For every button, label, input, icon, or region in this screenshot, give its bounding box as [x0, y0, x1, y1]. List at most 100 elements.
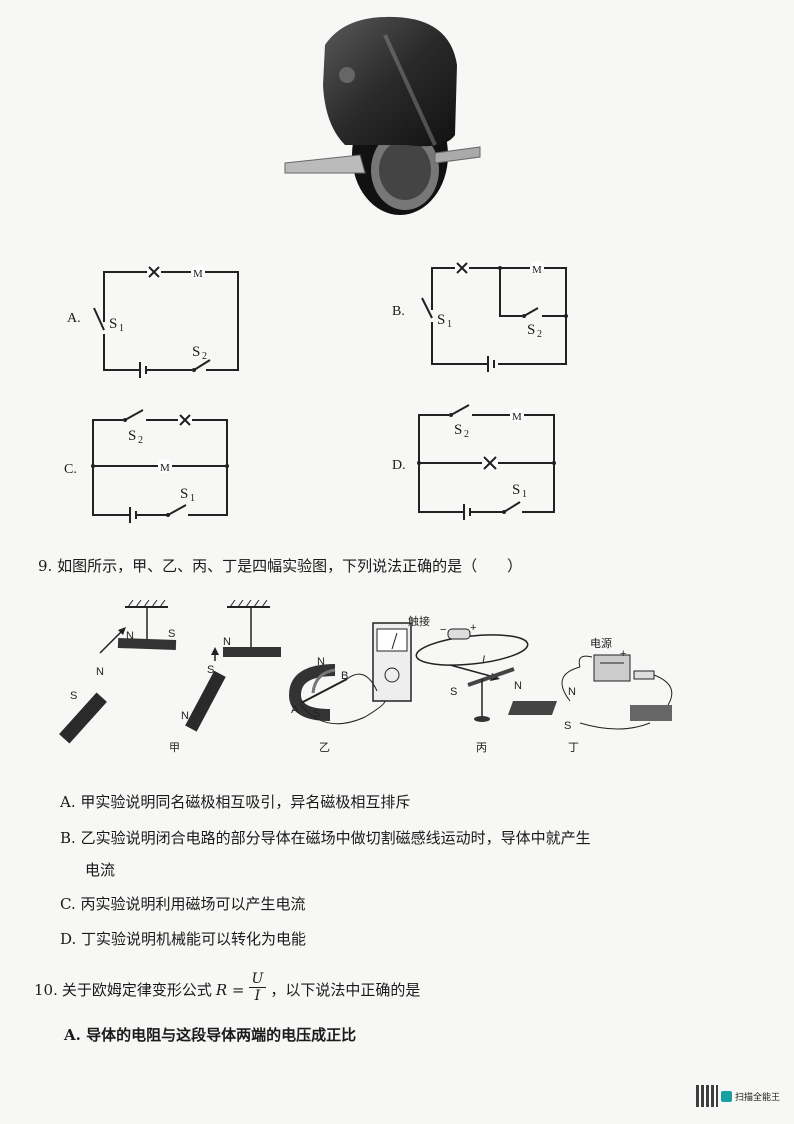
formula-fraction: U I [248, 971, 267, 1004]
electric-unicycle-image [284, 16, 481, 215]
formula-numerator: U [248, 971, 267, 988]
option-letter: A. [64, 1026, 81, 1044]
svg-text:M: M [532, 264, 542, 276]
option-letter: C. [64, 462, 77, 477]
svg-text:N: N [223, 636, 231, 648]
switch-s2 [450, 404, 470, 416]
power-supply [593, 654, 631, 682]
motor-icon [191, 265, 205, 279]
scanner-watermark: 扫描全能王 [696, 1083, 786, 1109]
q9-option-b: B. 乙实验说明闭合电路的部分导体在磁场中做切割磁感线运动时，导体中就产生 [60, 827, 591, 848]
svg-text:B: B [341, 670, 348, 682]
switch-s2 [124, 409, 144, 421]
svg-text:N: N [514, 680, 522, 692]
qr-code-icon [696, 1085, 718, 1107]
question-number: 9. [38, 557, 53, 575]
svg-text:−: − [440, 624, 446, 636]
svg-text:S: S [207, 664, 214, 676]
svg-text:2: 2 [537, 329, 542, 340]
q9-option-a: A. 甲实验说明同名磁极相互吸引，异名磁极相互排斥 [60, 791, 410, 812]
svg-text:S: S [437, 312, 445, 328]
hand-magnet [59, 692, 107, 744]
svg-text:S: S [192, 344, 200, 360]
switch-s1 [421, 297, 433, 319]
svg-text:S: S [168, 628, 175, 640]
svg-text:S: S [564, 720, 571, 732]
svg-text:S: S [512, 482, 520, 498]
svg-text:N: N [317, 656, 325, 668]
option-letter: B. [392, 304, 405, 319]
suspended-magnet [117, 637, 177, 651]
figure-caption: 丙 [476, 741, 487, 754]
option-letter: C. [60, 895, 76, 913]
question-stem-tail: ，以下说法中正确的是 [270, 980, 421, 999]
svg-text:+: + [470, 622, 476, 634]
option-text: 丁实验说明机械能可以转化为电能 [81, 930, 307, 948]
svg-text:A: A [291, 704, 299, 716]
option-letter: D. [392, 458, 406, 473]
magnet [507, 701, 558, 715]
question-stem: 如图所示，甲、乙、丙、丁是四幅实验图，下列说法正确的是（ ） [57, 557, 523, 575]
q9-option-c: C. 丙实验说明利用磁场可以产生电流 [60, 893, 306, 914]
option-letter: D. [60, 930, 77, 948]
figure-ding: 电源 + N S 丁 [507, 636, 673, 754]
motor-icon [158, 459, 172, 473]
figure-caption: 丁 [568, 741, 579, 754]
svg-text:N: N [96, 666, 104, 678]
svg-text:M: M [160, 462, 170, 474]
svg-text:触接: 触接 [408, 614, 430, 628]
switch-s2 [523, 307, 539, 317]
formula-denominator: I [254, 988, 261, 1004]
svg-text:S: S [128, 428, 136, 444]
option-letter: B. [60, 829, 76, 847]
switch-s1 [503, 501, 521, 513]
svg-text:1: 1 [119, 323, 124, 334]
switch-s1 [93, 307, 105, 331]
svg-text:S: S [109, 316, 117, 332]
q9-option-b-cont: 电流 [85, 861, 116, 879]
q10-option-a: A. 导体的电阻与这段导体两端的电压成正比 [64, 1024, 356, 1045]
formula-lhs: R = [215, 980, 245, 999]
svg-text:I: I [482, 654, 485, 666]
question-stem: 关于欧姆定律变形公式 [61, 980, 212, 999]
svg-text:+: + [620, 648, 626, 660]
svg-text:S: S [180, 486, 188, 502]
figure-jia: N S N S [59, 599, 177, 744]
svg-text:S: S [450, 686, 457, 698]
option-letter: A. [67, 311, 81, 326]
svg-text:1: 1 [522, 489, 527, 500]
svg-text:2: 2 [464, 429, 469, 440]
motor-icon [530, 261, 544, 275]
question-9: 9. 如图所示，甲、乙、丙、丁是四幅实验图，下列说法正确的是（ ） [38, 556, 522, 576]
svg-text:2: 2 [138, 435, 143, 446]
compass-needle [467, 667, 515, 687]
hand-magnet [185, 670, 226, 732]
figure-caption: 甲 [169, 741, 180, 754]
scanner-brand: 扫描全能王 [735, 1092, 781, 1103]
figure-caption: 乙 [319, 741, 330, 754]
option-text: 乙实验说明闭合电路的部分导体在磁场中做切割磁感线运动时，导体中就产生 [80, 829, 591, 847]
svg-text:S: S [454, 422, 462, 438]
svg-text:M: M [193, 268, 203, 280]
suspended-magnet [223, 647, 281, 657]
option-text: 甲实验说明同名磁极相互吸引，异名磁极相互排斥 [80, 793, 411, 811]
svg-text:1: 1 [190, 493, 195, 504]
svg-text:N: N [568, 686, 576, 698]
option-letter: A. [60, 793, 76, 811]
horseshoe-magnet [288, 664, 336, 721]
figure-jia-2: N S N 甲 [169, 599, 281, 754]
svg-text:1: 1 [447, 319, 452, 330]
figure-bing: 触接 − + I S N 丙 [408, 614, 529, 754]
svg-text:M: M [512, 411, 522, 423]
battery-icon [447, 628, 471, 640]
svg-text:N: N [181, 710, 189, 722]
svg-text:N: N [126, 630, 134, 642]
switch-s2 [193, 359, 211, 371]
figure-yi: N S A B 乙 [288, 622, 412, 754]
svg-text:电源: 电源 [590, 636, 612, 650]
svg-text:S: S [313, 708, 320, 720]
